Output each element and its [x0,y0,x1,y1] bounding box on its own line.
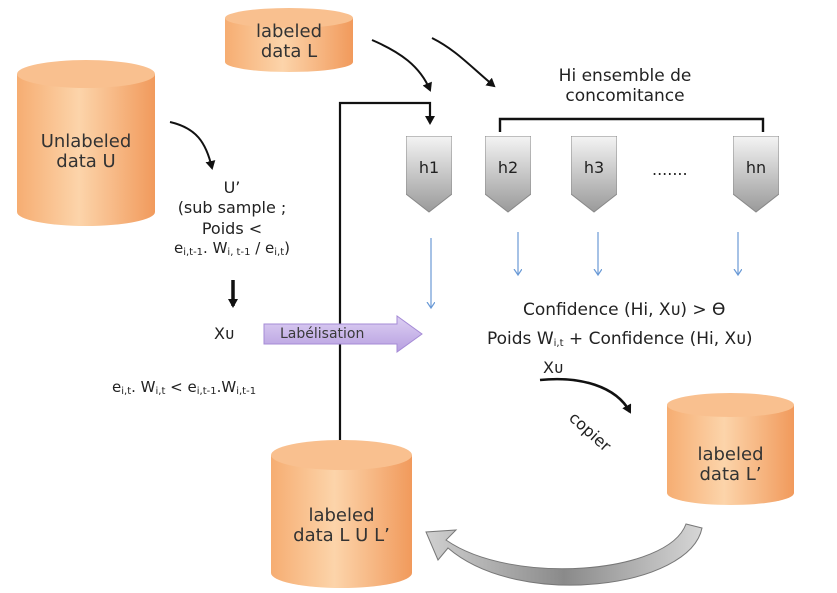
subsample-line2: (sub sample ; [177,198,287,218]
classifier-h3-label: h3 [583,158,605,177]
return-arrow [425,523,703,586]
ensemble-title: Hi ensemble de concomitance [520,66,730,107]
unlabeled-data-u-database: Unlabeled data U [17,60,155,226]
unlabeled-line1: Unlabeled [40,131,132,152]
arrow-labeled-to-ensemble [431,37,496,88]
labeled-top-line2: data L [260,41,318,63]
xu-copy-label: Xᴜ [543,358,564,377]
labelisation-arrow [263,315,423,353]
ensemble-title-line1: Hi ensemble de [558,66,692,86]
classifier-h1-label: h1 [418,158,440,177]
subsample-text: U’ (sub sample ; Poids < ei,t-1. Wi, t-1… [132,178,332,260]
labeled-data-l-database: labeled data L [225,8,353,72]
classifier-h2-label: h2 [497,158,519,177]
classifier-ellipsis: ....... [652,160,688,179]
labeled-union-line1: labeled [308,505,375,526]
ensemble-title-line2: concomitance [565,86,685,107]
arrow-labeled-to-h1 [371,39,432,92]
arrow-unlabeled-to-subsample [169,121,216,170]
ensemble-bracket [498,117,765,132]
poids-confidence: Poids Wi,t + Confidence (Hi, Xᴜ) [487,329,753,349]
subsample-line3: Poids < [201,218,263,238]
labelisation-label: Labélisation [280,326,365,342]
labeled-top-line1: labeled [255,21,323,42]
classifier-hn: hn [733,136,779,214]
feedback-line [338,101,435,440]
confidence-threshold: Confidence (Hi, Xᴜ) > ϴ [523,300,726,320]
unlabeled-line2: data U [56,151,116,173]
classifier-h2: h2 [485,136,531,214]
classifier-h3: h3 [571,136,617,214]
classifier-hn-label: hn [745,158,767,177]
copier-arrow [539,377,632,414]
classifier-h1: h1 [406,136,452,214]
labeled-right-line1: labeled [697,444,764,465]
subsample-formula: ei,t-1. Wi, t-1 / ei,t) [173,239,291,259]
labeled-data-l-prime-database: labeled data L’ [667,393,794,505]
labeled-right-line2: data L’ [699,464,762,486]
subsample-line1: U’ [223,178,241,197]
xu-label: Xᴜ [214,324,235,343]
weight-condition: ei,t. Wi,t < ei,t-1.Wi,t-1 [112,378,257,397]
labeled-union-line2: data L U L’ [293,525,390,547]
labeled-data-union-database: labeled data L U L’ [271,440,412,588]
